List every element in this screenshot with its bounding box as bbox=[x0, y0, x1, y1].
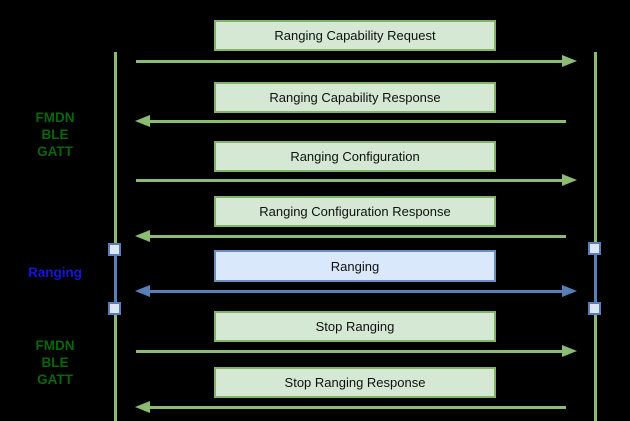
arrow-left-stop-ranging-response bbox=[135, 401, 566, 413]
phase-label-ranging: Ranging bbox=[0, 264, 110, 281]
activation-handle-right-top bbox=[588, 242, 601, 255]
message-box-ranging-configuration-response: Ranging Configuration Response bbox=[214, 196, 496, 227]
message-box-stop-ranging: Stop Ranging bbox=[214, 311, 496, 342]
arrow-right-stop-ranging bbox=[136, 345, 577, 357]
arrow-line bbox=[136, 349, 563, 353]
phase-label-line: BLE bbox=[41, 355, 69, 370]
arrow-line bbox=[149, 405, 566, 409]
arrowhead-right-icon bbox=[562, 345, 577, 357]
message-box-ranging-configuration: Ranging Configuration bbox=[214, 141, 496, 172]
arrowhead-left-icon bbox=[135, 115, 150, 127]
lifeline-left-bottom bbox=[114, 315, 117, 421]
arrowhead-right-icon bbox=[562, 285, 577, 297]
message-box-ranging-capability-request: Ranging Capability Request bbox=[214, 20, 496, 51]
activation-bar-left bbox=[114, 256, 117, 302]
arrowhead-right-icon bbox=[562, 174, 577, 186]
lifeline-right-bottom bbox=[594, 315, 597, 421]
phase-label-line: FMDN bbox=[35, 110, 75, 125]
arrowhead-left-icon bbox=[135, 285, 150, 297]
arrow-left-ranging-configuration-response bbox=[135, 230, 566, 242]
activation-handle-right-bottom bbox=[588, 302, 601, 315]
arrow-right-ranging-capability-request bbox=[136, 55, 577, 67]
phase-label-fmdn-ble-gatt-bottom: FMDN BLE GATT bbox=[0, 337, 110, 388]
activation-handle-left-top bbox=[108, 243, 121, 256]
phase-label-line: BLE bbox=[41, 127, 69, 142]
arrow-left-ranging-capability-response bbox=[135, 115, 566, 127]
phase-label-line: FMDN bbox=[35, 338, 75, 353]
arrowhead-left-icon bbox=[135, 401, 150, 413]
message-box-ranging-capability-response: Ranging Capability Response bbox=[214, 82, 496, 113]
arrow-right-ranging-configuration bbox=[136, 174, 577, 186]
arrowhead-right-icon bbox=[562, 55, 577, 67]
phase-label-line: GATT bbox=[37, 372, 73, 387]
lifeline-right-top bbox=[594, 52, 597, 242]
arrow-line bbox=[136, 59, 563, 63]
phase-label-fmdn-ble-gatt-top: FMDN BLE GATT bbox=[0, 109, 110, 160]
arrow-line bbox=[149, 289, 563, 293]
activation-handle-left-bottom bbox=[108, 302, 121, 315]
phase-label-line: Ranging bbox=[28, 265, 82, 280]
arrow-line bbox=[149, 234, 566, 238]
message-box-stop-ranging-response: Stop Ranging Response bbox=[214, 367, 496, 398]
phase-label-line: GATT bbox=[37, 144, 73, 159]
arrowhead-left-icon bbox=[135, 230, 150, 242]
arrow-line bbox=[149, 119, 566, 123]
arrow-line bbox=[136, 178, 563, 182]
message-box-ranging: Ranging bbox=[214, 250, 496, 282]
lifeline-left-top bbox=[114, 52, 117, 243]
activation-bar-right bbox=[594, 255, 597, 302]
arrow-both-ranging bbox=[135, 285, 577, 297]
